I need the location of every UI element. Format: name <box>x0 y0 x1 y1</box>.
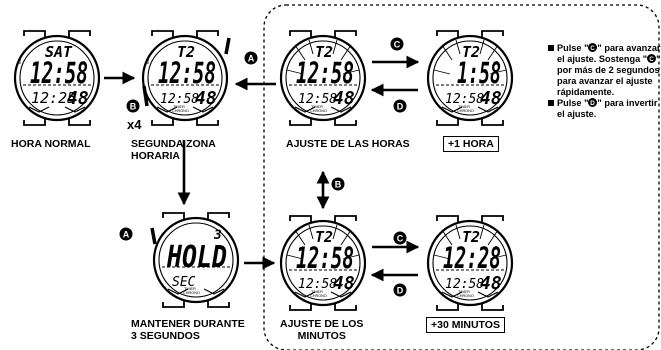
caption-normal: HORA NORMAL <box>11 138 91 150</box>
watch-second-zone: T2 63 12:58 12:58 48 TIMER CHRONO <box>141 29 229 127</box>
caption-second-zone: SEGUNDA ZONA HORARIA <box>131 138 216 162</box>
badge-a-icon: A <box>119 227 133 241</box>
watch-normal: SAT 63 12:58 12:25 48 <box>13 29 101 127</box>
watch-main-time: 12:58 <box>30 56 88 90</box>
badge-d-icon: D <box>393 99 407 113</box>
note-reverse-text: Pulse "D" para invertir el ajuste. <box>557 98 658 119</box>
watch-main-time: 12:58 <box>296 56 354 90</box>
button-a-mark-hold <box>150 227 157 245</box>
badge-a-icon: A <box>244 51 258 65</box>
svg-text:C: C <box>591 45 596 52</box>
watch-top-text: T2 <box>177 43 195 61</box>
chrono-label: CHRONO <box>183 291 200 295</box>
svg-text:C: C <box>397 234 404 244</box>
watch-sub-time: 12:58 <box>445 92 484 107</box>
timer-label: TIMER <box>311 105 323 109</box>
badge-b-icon: B <box>331 177 345 191</box>
adjust-mode-region <box>263 4 660 350</box>
caption-plus-hour: +1 HORA <box>443 136 499 152</box>
watch-seconds: 48 <box>480 88 502 109</box>
watch-sub-time: 12:58 <box>298 277 337 292</box>
caption-hour-adjust: AJUSTE DE LAS HORAS <box>286 138 410 150</box>
svg-text:C: C <box>649 56 654 63</box>
badge-c-icon: C <box>588 43 598 52</box>
watch-minute-adjust: T2 12:58 12:58 48 TIMER CHRONO <box>279 214 367 312</box>
watch-sub-text: SEC <box>172 275 196 290</box>
watch-sub-time: 12:58 <box>298 92 337 107</box>
watch-side-text: 63 <box>145 58 150 64</box>
timer-label: TIMER <box>173 105 185 109</box>
timer-label: TIMER <box>311 290 323 294</box>
chrono-label: CHRONO <box>310 294 327 298</box>
watch-top-text: SAT <box>45 43 73 61</box>
badge-c-icon: C <box>390 37 404 51</box>
press-count: x4 <box>127 117 142 132</box>
timer-label: TIMER <box>458 290 470 294</box>
watch-side-text: 63 <box>17 58 22 64</box>
caption-hold: MANTENER DURANTE 3 SEGUNDOS <box>131 318 245 342</box>
svg-text:D: D <box>591 100 596 107</box>
badge-d-icon: D <box>588 98 598 107</box>
chrono-label: CHRONO <box>310 109 327 113</box>
button-b-mark <box>142 85 149 107</box>
instruction-notes: Pulse "C" para avanzar el ajuste. Sosten… <box>548 43 661 120</box>
svg-text:B: B <box>130 102 137 112</box>
watch-seconds: 48 <box>67 88 89 109</box>
watch-top-text: T2 <box>315 228 333 246</box>
note-reverse: Pulse "D" para invertir el ajuste. <box>548 98 661 120</box>
chrono-label: CHRONO <box>457 294 474 298</box>
badge-b-icon: B <box>126 99 140 113</box>
badge-c-icon: C <box>647 54 657 63</box>
watch-date: 12:25 <box>31 89 76 107</box>
badge-d-icon: D <box>393 283 407 297</box>
note-advance-text: Pulse "C" para avanzar el ajuste. Sosten… <box>557 43 661 97</box>
watch-seconds: 48 <box>333 273 355 294</box>
svg-text:B: B <box>335 180 342 190</box>
svg-text:C: C <box>394 40 401 50</box>
watch-main-text: HOLD <box>166 240 227 275</box>
watch-main-time: 12:58 <box>296 241 354 275</box>
watch-minute-plus: T2 12:28 12:58 48 TIMER CHRONO <box>426 214 514 312</box>
watch-main-time: 1:58 <box>457 56 501 90</box>
watch-top-text: T2 <box>462 43 480 61</box>
watch-seconds: 48 <box>333 88 355 109</box>
badge-c-icon: C <box>393 231 407 245</box>
timer-label: TIMER <box>458 105 470 109</box>
watch-sub-time: 12:58 <box>160 92 199 107</box>
svg-text:A: A <box>123 230 130 240</box>
watch-main-time: 12:28 <box>443 241 501 275</box>
timer-label: TIMER <box>184 287 196 291</box>
chrono-label: CHRONO <box>172 109 189 113</box>
watch-top-text: T2 <box>315 43 333 61</box>
svg-text:D: D <box>397 102 404 112</box>
caption-minute-adjust: AJUSTE DE LOS MINUTOS <box>280 318 364 342</box>
watch-top-text: T2 <box>462 228 480 246</box>
caption-plus-minutes: +30 MINUTOS <box>426 317 505 333</box>
chrono-label: CHRONO <box>457 109 474 113</box>
watch-seconds: 48 <box>195 88 217 109</box>
bullet-square-icon <box>548 45 554 51</box>
watch-main-time: 12:58 <box>158 56 216 90</box>
watch-hour-plus: T2 1:58 12:58 48 TIMER CHRONO <box>426 29 514 127</box>
svg-text:A: A <box>248 54 255 64</box>
watch-hold: 3 HOLD SEC TIMER CHRONO <box>152 211 240 309</box>
watch-top-text: 3 <box>213 228 222 243</box>
watch-sub-time: 12:58 <box>445 277 484 292</box>
note-advance: Pulse "C" para avanzar el ajuste. Sosten… <box>548 43 661 98</box>
watch-seconds: 48 <box>480 273 502 294</box>
watch-hour-adjust: T2 12:58 12:58 48 TIMER CHRONO <box>279 29 367 127</box>
button-a-mark <box>224 37 231 55</box>
bullet-square-icon <box>548 100 554 106</box>
svg-text:D: D <box>397 286 404 296</box>
